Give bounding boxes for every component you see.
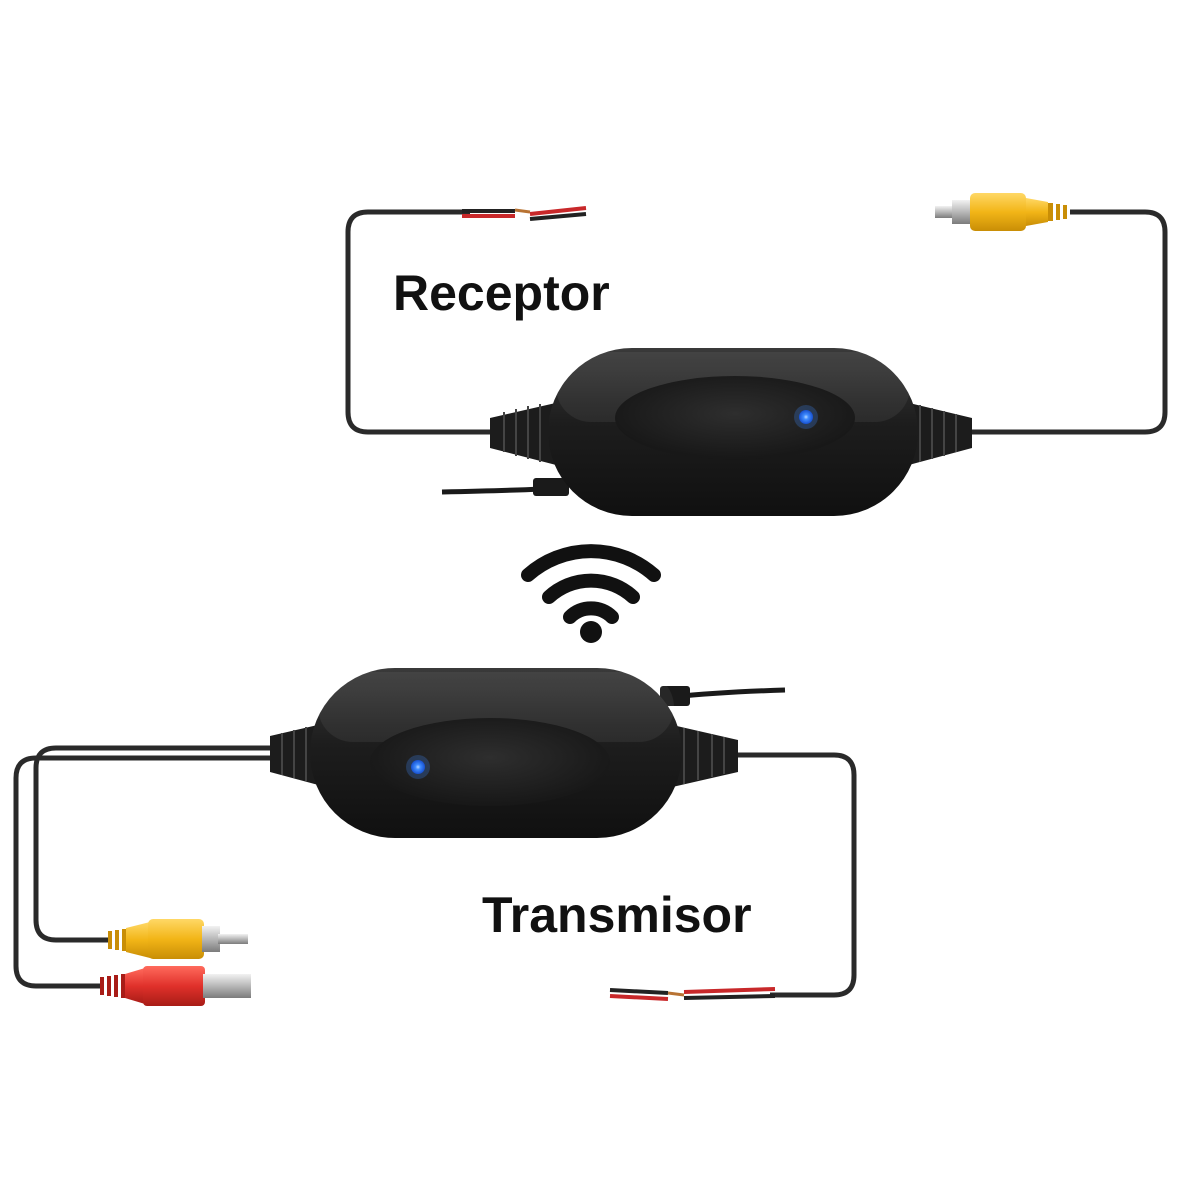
- transmitter-rca-yellow-connector: [108, 919, 248, 959]
- transmitter-right-cable: [735, 752, 857, 998]
- transmitter-dc-power-connector: [100, 966, 251, 1006]
- receiver-rca-yellow-connector: [935, 193, 1067, 231]
- transmitter-strain-relief-right: [668, 724, 738, 788]
- receiver-strain-relief-left: [490, 402, 560, 466]
- receiver-strain-relief-right: [905, 402, 972, 466]
- transmitter-power-wire-end: [609, 987, 776, 1001]
- receiver-assembly: [345, 193, 1168, 516]
- receiver-led-indicator: [799, 410, 813, 424]
- transmitter-assembly: [13, 668, 857, 1006]
- transmitter-strain-relief-left: [270, 724, 322, 786]
- transmitter-led-indicator: [411, 760, 425, 774]
- receiver-power-cable: [345, 209, 492, 435]
- receiver-video-cable: [968, 209, 1168, 435]
- transmitter-module: [310, 668, 682, 838]
- wifi-signal-icon: [521, 544, 661, 643]
- receiver-label: Receptor: [393, 265, 610, 321]
- transmitter-video-cable: [33, 745, 275, 943]
- transmitter-label: Transmisor: [482, 887, 752, 943]
- receiver-module: [548, 348, 918, 516]
- transmitter-power-cable: [13, 755, 275, 989]
- receiver-power-wire-end: [462, 206, 587, 221]
